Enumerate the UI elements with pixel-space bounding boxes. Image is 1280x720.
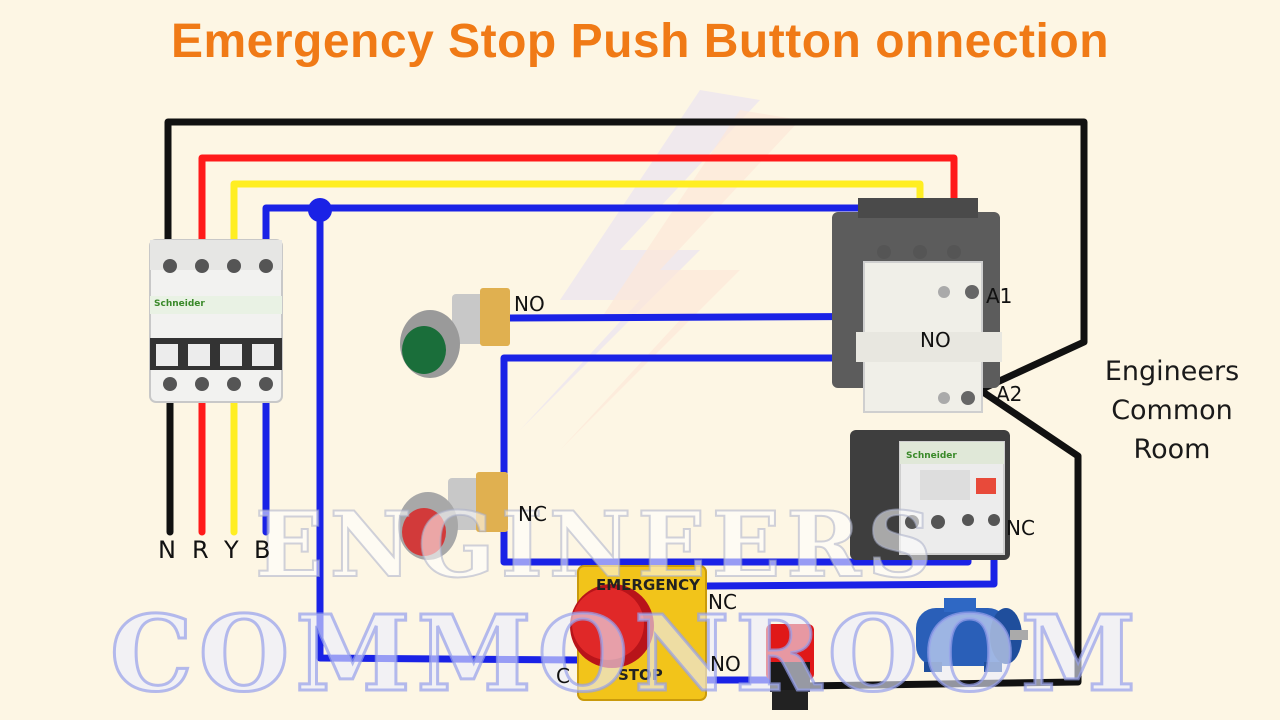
pilot-lamp [766,624,814,710]
stop-push-button [398,472,508,560]
wire-blue-to-estop [316,204,584,664]
label-estop-no: NO [710,652,741,676]
brand-text: Engineers Common Room [1082,352,1262,469]
label-a2: A2 [996,382,1023,406]
circuit-breaker: Schneider [149,239,283,403]
estop-text-top: EMERGENCY [596,576,701,594]
label-a1: A1 [986,284,1013,308]
terminal-label-r: R [192,536,209,564]
wire-black-motor [798,386,1082,690]
contactor [832,198,1002,413]
terminal-label-n: N [158,536,176,564]
label-stop-nc: NC [518,502,547,526]
label-start-no: NO [514,292,545,316]
label-aux-no: NO [920,328,951,352]
wire-blue-top [262,204,888,270]
label-estop-c: C [556,664,570,688]
junction-dot-blue [308,198,332,222]
estop-text-bottom: STOP [618,666,663,684]
terminal-label-y: Y [224,536,239,564]
motor [916,598,1028,672]
terminal-label-b: B [254,536,271,564]
page-title: Emergency Stop Push Button onnection [170,15,1110,68]
brand-line-1: Engineers [1104,356,1240,387]
background-logo [520,90,800,450]
overload-relay: Schneider [850,430,1010,560]
label-estop-nc: NC [708,590,737,614]
brand-line-3: Room [1133,434,1211,465]
start-push-button [400,288,510,378]
breaker-brand: Schneider [154,299,205,309]
brand-line-2: Common [1111,395,1233,426]
wire-yellow-top [230,180,924,270]
label-overload-nc: NC [1006,516,1035,540]
emergency-stop-button: EMERGENCY STOP [570,565,707,701]
overload-brand: Schneider [906,451,957,461]
wire-black-top [164,118,1088,394]
